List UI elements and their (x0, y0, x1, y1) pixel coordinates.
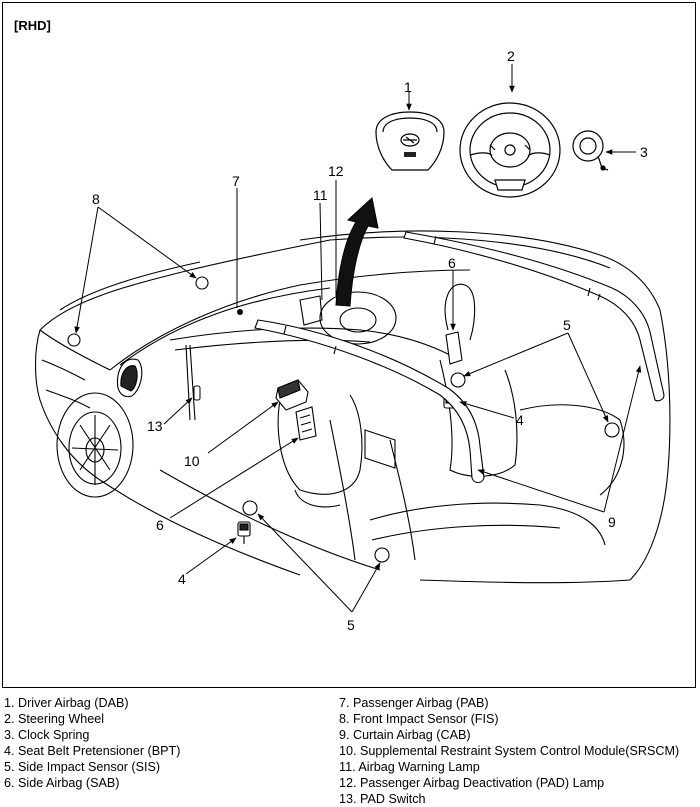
legend-left-column: 1. Driver Airbag (DAB) 2. Steering Wheel… (4, 695, 180, 791)
legend-item: 12. Passenger Airbag Deactivation (PAD) … (339, 776, 605, 790)
callout-3: 3 (640, 144, 648, 160)
legend-item: 3. Clock Spring (4, 728, 90, 742)
callout-4a: 4 (516, 412, 524, 428)
callout-8: 8 (92, 191, 100, 207)
leader-lines (74, 64, 642, 613)
legend-item: 9. Curtain Airbag (CAB) (339, 728, 471, 742)
driver-airbag-icon (375, 111, 445, 171)
callout-13: 13 (147, 418, 163, 434)
callout-6b: 6 (156, 517, 164, 533)
callout-2: 2 (507, 48, 515, 64)
callout-7: 7 (232, 173, 240, 189)
legend-item: 6. Side Airbag (SAB) (4, 776, 120, 790)
side-impact-sensor-icon (242, 372, 620, 563)
callout-10: 10 (184, 453, 200, 469)
side-airbag-seat-icon (295, 331, 463, 441)
legend-item: 8. Front Impact Sensor (FIS) (339, 712, 499, 726)
variant-tag: [RHD] (14, 18, 51, 33)
callout-4b: 4 (178, 571, 186, 587)
srscm-module-icon (275, 379, 309, 411)
callout-6a: 6 (448, 255, 456, 271)
callout-5b: 5 (347, 617, 355, 633)
diagram-frame (2, 2, 696, 688)
passenger-airbag-icon (237, 309, 243, 315)
clock-spring-icon (572, 130, 609, 171)
srs-component-diagram: 1 2 3 4 4 5 5 6 6 7 8 9 10 11 12 13 (35, 48, 671, 633)
callout-11: 11 (313, 187, 328, 203)
callout-12: 12 (328, 163, 344, 179)
callout-labels: 1 2 3 4 4 5 5 6 6 7 8 9 10 11 12 13 (92, 48, 648, 633)
exploded-view-arrow-icon (335, 197, 379, 307)
callout-1: 1 (404, 79, 412, 95)
seat-belt-pretensioner-icon (237, 395, 457, 544)
pad-switch-icon (193, 385, 201, 401)
vehicle-drawing (35, 230, 671, 584)
steering-wheel-icon (459, 102, 561, 198)
legend-item: 13. PAD Switch (339, 792, 426, 806)
legend-item: 10. Supplemental Restraint System Contro… (339, 744, 680, 758)
legend-item: 2. Steering Wheel (4, 712, 105, 726)
legend-item: 7. Passenger Airbag (PAB) (339, 696, 489, 710)
front-impact-sensor-icon (67, 276, 209, 347)
legend-item: 11. Airbag Warning Lamp (339, 760, 480, 774)
legend-item: 4. Seat Belt Pretensioner (BPT) (4, 744, 181, 758)
callout-5a: 5 (563, 317, 571, 333)
curtain-airbag-icon (254, 231, 665, 484)
legend-right-column: 7. Passenger Airbag (PAB) 8. Front Impac… (339, 695, 679, 807)
legend-item: 5. Side Impact Sensor (SIS) (4, 760, 161, 774)
callout-9: 9 (608, 514, 616, 530)
legend-item: 1. Driver Airbag (DAB) (4, 696, 129, 710)
